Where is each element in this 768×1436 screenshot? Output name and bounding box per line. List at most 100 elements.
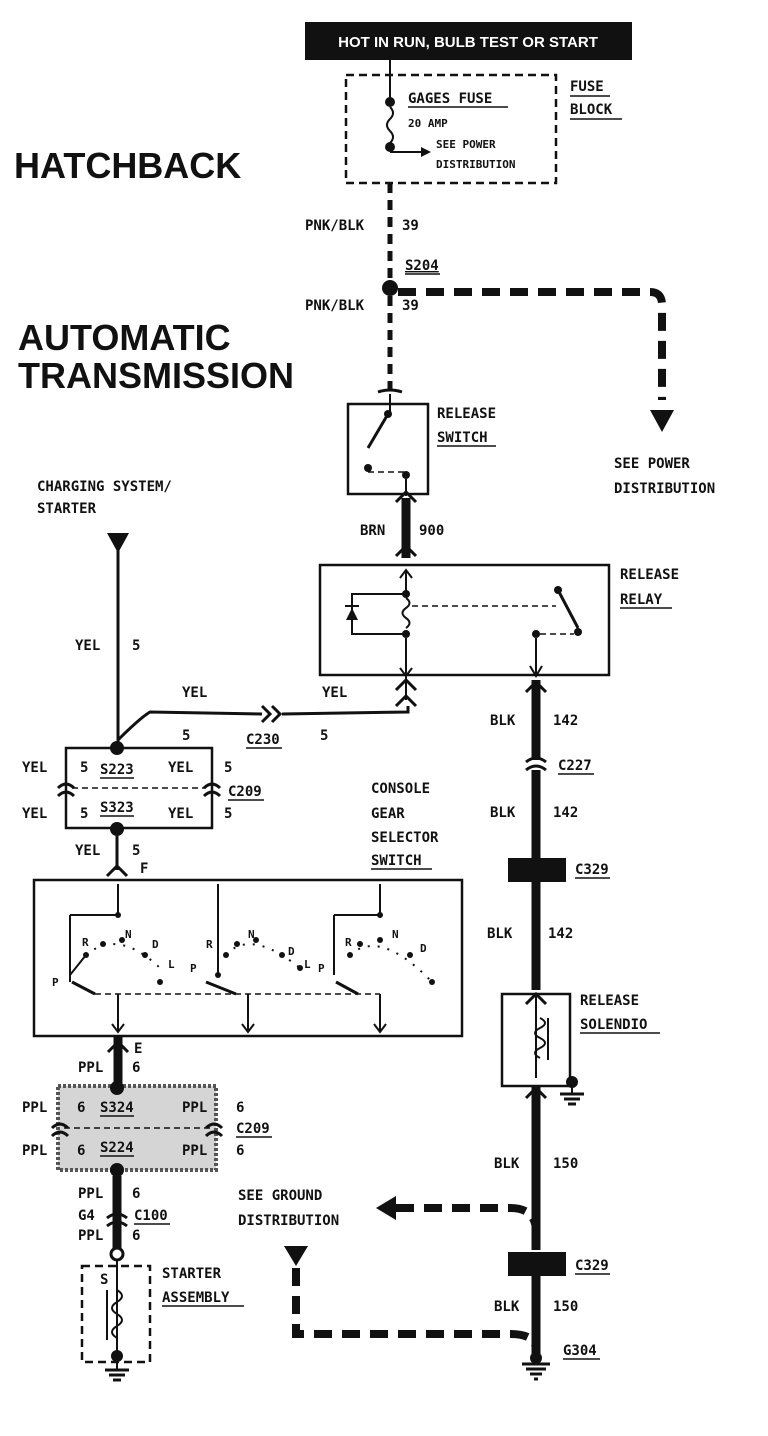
gear-n-2: N: [248, 928, 255, 941]
charging-arrow-icon: [107, 533, 129, 553]
fuse-block-label-2: BLOCK: [570, 102, 613, 118]
gear-switch-section-3: R N D P: [318, 884, 435, 1034]
wire-label-blk-4: BLK: [494, 1156, 520, 1172]
splice-s204-dot: [382, 280, 398, 296]
release-solenoid-label-2: SOLENDIO: [580, 1017, 647, 1033]
solenoid-coil-icon: [534, 1017, 546, 1059]
splice-s204-label: S204: [405, 258, 439, 274]
console-switch-label-1: CONSOLE: [371, 781, 430, 797]
wire-label-6-3: 6: [132, 1228, 140, 1244]
title-hatchback: HATCHBACK: [14, 145, 241, 186]
gear-selector-switch-box: [32, 878, 464, 1038]
fuse-block-label-1: FUSE: [570, 79, 604, 95]
connector-c230-label: C230: [246, 732, 280, 748]
ground-left-arrow-icon: [284, 1246, 308, 1266]
gear-r-3: R: [345, 936, 352, 949]
gear-p-3: P: [318, 962, 325, 975]
ground-dist-label-1: SEE GROUND: [238, 1188, 322, 1204]
splice-yel-label-2: YEL: [168, 760, 193, 776]
relay-diode-icon: [346, 608, 358, 620]
fuse-note-2: DISTRIBUTION: [436, 158, 515, 171]
gear-d-3: D: [420, 942, 427, 955]
wire-label-5-4: 5: [132, 843, 140, 859]
wire-label-yel-3: YEL: [322, 685, 347, 701]
wire-label-ppl-2: PPL: [78, 1186, 103, 1202]
power-dist-label-2: DISTRIBUTION: [614, 481, 715, 497]
fuse-block-box: [344, 73, 558, 185]
release-switch-label-2: SWITCH: [437, 430, 488, 446]
splice-yel-label-4: YEL: [168, 806, 193, 822]
connector-c329-label-1: C329: [575, 862, 609, 878]
release-relay-label-1: RELEASE: [620, 567, 679, 583]
gear-switch-section-1: R N D L P: [52, 884, 175, 1034]
splice-s223-label: S223: [100, 762, 134, 778]
gear-d-1: D: [152, 938, 159, 951]
wire-label-pnk-blk-2: PNK/BLK: [305, 298, 365, 314]
wire-label-5-2: 5: [182, 728, 190, 744]
splice-5-label-3: 5: [80, 806, 88, 822]
connector-c209-left-icon: [56, 782, 76, 798]
splice-yel-label-3: YEL: [22, 806, 47, 822]
wire-label-yel-1: YEL: [75, 638, 100, 654]
ground-g304-label: G304: [563, 1343, 597, 1359]
release-switch-connector-top: [377, 388, 403, 394]
connector-f-label: F: [140, 861, 148, 877]
connector-c100-label: C100: [134, 1208, 168, 1224]
relay-contact: [556, 589, 580, 629]
release-solenoid-label-1: RELEASE: [580, 993, 639, 1009]
wire-label-142-2: 142: [553, 805, 578, 821]
splice-s324-label: S324: [100, 1100, 134, 1116]
fuse-icon: [386, 106, 394, 144]
wire-label-142-1: 142: [553, 713, 578, 729]
release-switch-label-1: RELEASE: [437, 406, 496, 422]
fuse-arrow-icon: [421, 147, 431, 157]
wire-label-ppl-1: PPL: [78, 1060, 103, 1076]
connector-c100-icon: [106, 1212, 128, 1228]
fuse-note-1: SEE POWER: [436, 138, 496, 151]
relay-coil-icon: [401, 597, 411, 629]
splice-6-label-4: 6: [236, 1143, 244, 1159]
wire-label-900: 900: [419, 523, 444, 539]
wire-label-5-1: 5: [132, 638, 140, 654]
connector-c227-icon: [525, 756, 547, 772]
power-dist-arrow-icon: [650, 410, 674, 432]
wire-label-5-3: 5: [320, 728, 328, 744]
splice-5-label-2: 5: [224, 760, 232, 776]
wire-label-blk-1: BLK: [490, 713, 516, 729]
header-text: HOT IN RUN, BULB TEST OR START: [338, 34, 598, 51]
gear-p-2: P: [190, 962, 197, 975]
console-switch-label-4: SWITCH: [371, 853, 422, 869]
gear-r-1: R: [82, 936, 89, 949]
release-switch-box: [346, 402, 430, 496]
wire-label-39-1: 39: [402, 218, 419, 234]
wire-label-blk-5: BLK: [494, 1299, 520, 1315]
starter-s-label: S: [100, 1272, 108, 1288]
fuse-top-dot: [385, 97, 395, 107]
splice-6-label-1: 6: [77, 1100, 85, 1116]
connector-c209-ppl-left-icon: [50, 1122, 70, 1138]
wire-label-pnk-blk-1: PNK/BLK: [305, 218, 365, 234]
gear-d-2: D: [288, 945, 295, 958]
charging-label-2: STARTER: [37, 501, 97, 517]
splice-ppl-label-3: PPL: [22, 1143, 47, 1159]
splice-s323-label: S323: [100, 800, 134, 816]
starter-label-1: STARTER: [162, 1266, 222, 1282]
ground-dist-label-2: DISTRIBUTION: [238, 1213, 339, 1229]
gear-n-1: N: [125, 928, 132, 941]
gear-r-2: R: [206, 938, 213, 951]
connector-c209-ppl-right-icon: [204, 1122, 224, 1138]
wire-label-150-2: 150: [553, 1299, 578, 1315]
gear-switch-section-2: R N D L P: [190, 884, 311, 1034]
power-dist-label-1: SEE POWER: [614, 456, 690, 472]
charging-label-1: CHARGING SYSTEM/: [37, 479, 172, 495]
wire-label-ppl-3: PPL: [78, 1228, 103, 1244]
wire-label-yel-2: YEL: [182, 685, 207, 701]
wire-to-power-distribution: [398, 288, 666, 400]
wire-yel-to-c230: [116, 710, 263, 742]
starter-terminal: [109, 1246, 125, 1262]
splice-ppl-label-2: PPL: [182, 1100, 207, 1116]
wire-label-150-1: 150: [553, 1156, 578, 1172]
gear-l-1: L: [168, 958, 175, 971]
fuse-bottom-dot: [385, 142, 395, 152]
